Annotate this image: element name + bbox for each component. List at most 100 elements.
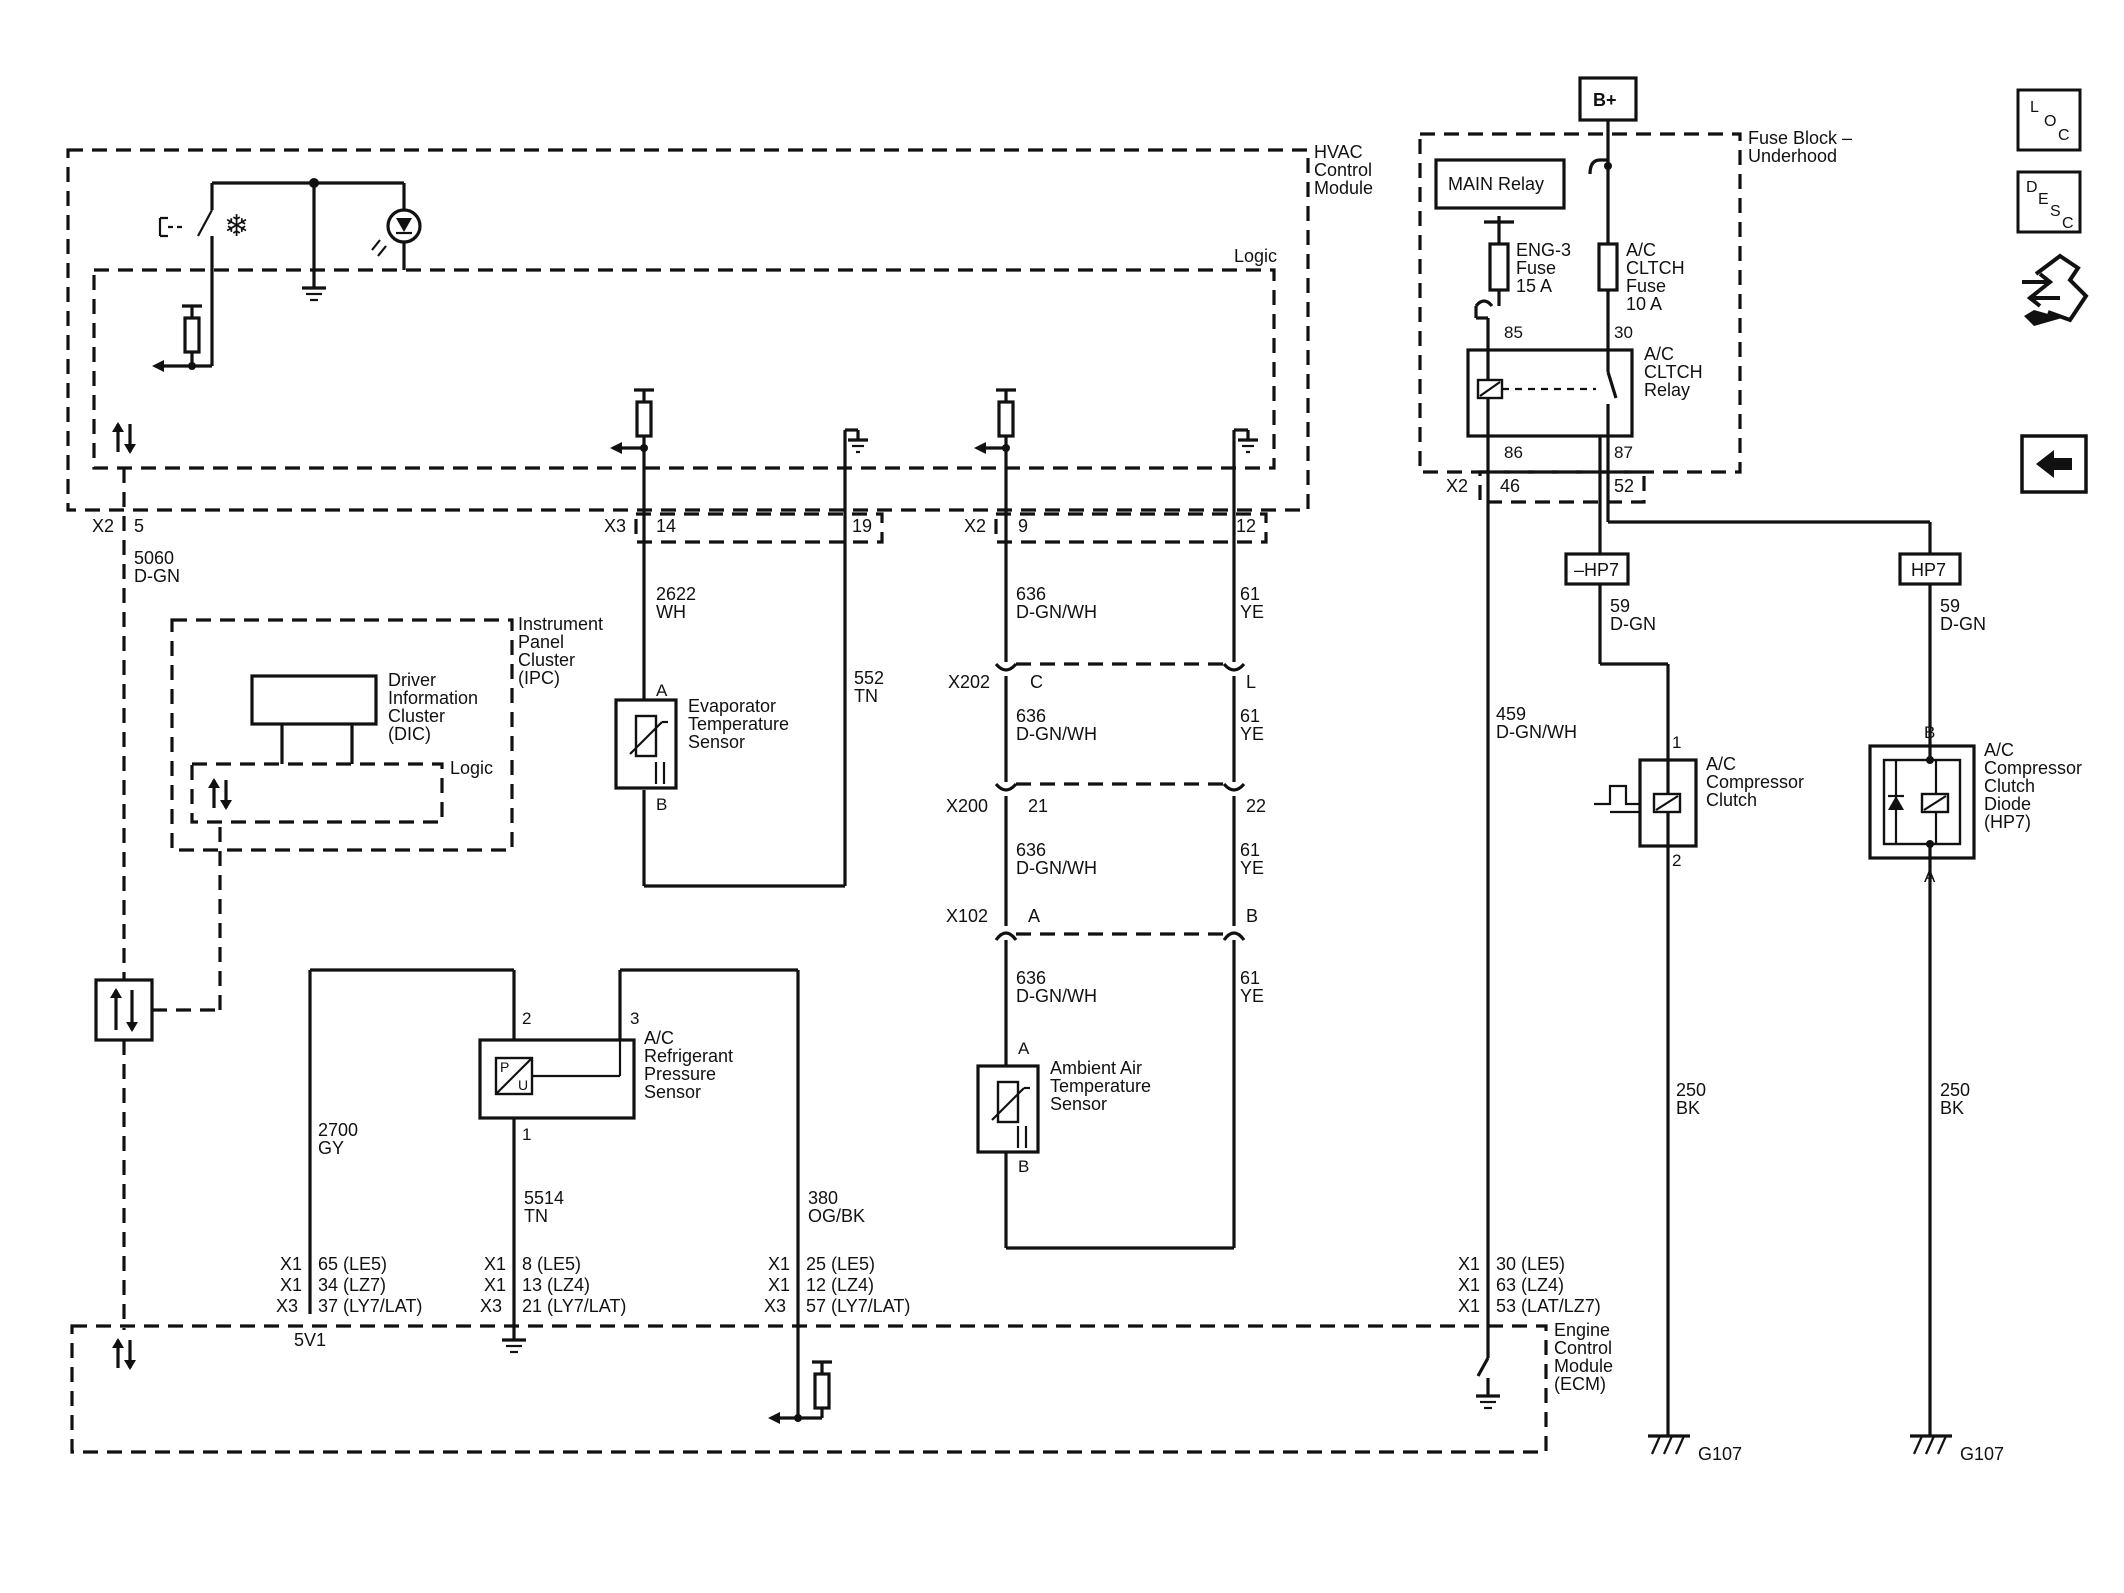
ambient-circuit: 636 D-GN/WH 61 YE X202 C L 636 D-GN/WH 6… <box>946 448 1266 1250</box>
dic-display <box>250 674 378 726</box>
hvac-module-label: HVAC Control Module <box>1314 142 1377 198</box>
wire-5060: 5060 D-GN <box>94 468 222 1330</box>
b-plus-label: B+ <box>1593 90 1617 110</box>
hp7-label: HP7 <box>1911 560 1946 580</box>
wire-250-label-2: 250 BK <box>1940 1080 1975 1118</box>
amb-pin-a: A <box>1018 1039 1030 1058</box>
hvac-x3-pin19: 19 <box>852 516 872 536</box>
ambient-sensor-label: Ambient Air Temperature Sensor <box>1050 1058 1156 1114</box>
ecm-conn-5v-x: X1 X1 X3 <box>276 1254 307 1316</box>
hp7-option <box>1898 552 1962 586</box>
diode-label: A/C Compressor Clutch Diode (HP7) <box>1984 740 2087 832</box>
pressure-sensor-circuit: P U 2 3 1 A/C Refrigerant Pressure Senso… <box>308 968 865 1418</box>
wire-380-label: 380 OG/BK <box>808 1188 865 1226</box>
relay-coil-icon <box>1476 350 1618 436</box>
x202-pin-c: C <box>1030 672 1043 692</box>
x200-pin-22: 22 <box>1246 796 1266 816</box>
g107-label-2: G107 <box>1960 1444 2004 1464</box>
ecm-conn-sig-x: X1 X1 X3 <box>764 1254 795 1316</box>
thermistor-icon <box>629 714 668 784</box>
ac-cltch-fuse <box>1588 134 1619 350</box>
back-arrow-button[interactable] <box>2020 434 2088 494</box>
relay-label: A/C CLTCH Relay <box>1644 344 1708 400</box>
hvac-x3-label: X3 <box>604 516 626 536</box>
evap-pin-a: A <box>656 681 668 700</box>
wire-636-label-3: 636 D-GN/WH <box>1016 840 1097 878</box>
x102-connector <box>994 931 1246 941</box>
description-button[interactable]: D E S C <box>2016 170 2082 234</box>
connector-view-icon[interactable] <box>2022 253 2089 326</box>
x102-label: X102 <box>946 906 988 926</box>
fb-pin-52: 52 <box>1614 476 1634 496</box>
wire-552-label: 552 TN <box>854 668 889 706</box>
clutch-symbol-icon <box>1594 784 1640 814</box>
thermistor-icon <box>991 1080 1030 1148</box>
relay-pin-86: 86 <box>1504 443 1523 462</box>
ipc-logic-label: Logic <box>450 758 493 778</box>
svg-text:P: P <box>500 1059 509 1075</box>
ground-g107-2: G107 <box>1910 1434 2004 1464</box>
ps-pin-1: 1 <box>522 1125 531 1144</box>
ac-cltch-fuse-label: A/C CLTCH Fuse 10 A <box>1626 240 1690 314</box>
hvac-x2-pin12: 12 <box>1236 516 1256 536</box>
svg-text:C: C <box>2058 127 2070 144</box>
hp7-minus-label: –HP7 <box>1574 560 1619 580</box>
serial-data-icon <box>112 422 136 454</box>
pressure-sensor-label: A/C Refrigerant Pressure Sensor <box>644 1028 738 1102</box>
fb-pin-46: 46 <box>1500 476 1520 496</box>
g107-label-1: G107 <box>1698 1444 1742 1464</box>
x200-label: X200 <box>946 796 988 816</box>
x202-label: X202 <box>948 672 990 692</box>
wire-61-label-4: 61 YE <box>1240 968 1265 1006</box>
ecm-pins-gnd: 8 (LE5) 13 (LZ4) 21 (LY7/LAT) <box>522 1254 626 1316</box>
diode-pin-b: B <box>1924 723 1935 742</box>
hvac-x2-pin9: 9 <box>1018 516 1028 536</box>
serial-data-splice <box>94 978 154 1042</box>
ecm-pins-sig: 25 (LE5) 12 (LZ4) 57 (LY7/LAT) <box>806 1254 910 1316</box>
ecm-pins-relay: 30 (LE5) 63 (LZ4) 53 (LAT/LZ7) <box>1496 1254 1601 1316</box>
evaporator-circuit: 2622 WH 552 TN A B Evaporator Temperatur… <box>614 448 889 888</box>
relay-pin-87: 87 <box>1614 443 1633 462</box>
b-plus-terminal <box>1578 76 1638 122</box>
diode-icon <box>1888 760 1904 844</box>
clutch-pin-1: 1 <box>1672 733 1681 752</box>
wire-2700-label: 2700 GY <box>318 1120 363 1158</box>
fb-x2-label: X2 <box>1446 476 1468 496</box>
wire-61-label-3: 61 YE <box>1240 840 1265 878</box>
main-relay-box <box>1434 158 1566 210</box>
ecm-low-ref-ground-icon <box>502 1338 526 1354</box>
hvac-x3-pin14: 14 <box>656 516 676 536</box>
ground-g107-1: G107 <box>1648 1434 1742 1464</box>
ac-compressor-clutch-diode: B A A/C Compressor Clutch Diode (HP7) 25… <box>1868 723 2087 1436</box>
ps-pin-2: 2 <box>522 1009 531 1028</box>
wire-636-label-2: 636 D-GN/WH <box>1016 706 1097 744</box>
relay-pin-30: 30 <box>1614 323 1633 342</box>
eng3-fuse <box>1474 216 1514 350</box>
wire-5060-label: 5060 D-GN <box>134 548 180 586</box>
ac-request-switch: ❄ <box>158 181 404 243</box>
hvac-control-module: HVAC Control Module Logic ❄ <box>66 142 1377 544</box>
instrument-panel-cluster: Instrument Panel Cluster (IPC) Driver In… <box>170 614 603 852</box>
wire-5514-label: 5514 TN <box>524 1188 569 1226</box>
wire-459-label: 459 D-GN/WH <box>1496 704 1577 742</box>
x102-pin-b: B <box>1246 906 1258 926</box>
x200-pin-21: 21 <box>1028 796 1048 816</box>
wire-636-label-4: 636 D-GN/WH <box>1016 968 1097 1006</box>
dic-label: Driver Information Cluster (DIC) <box>388 670 483 744</box>
5v-reference-label: 5V1 <box>294 1330 326 1350</box>
location-button[interactable]: L O C <box>2016 88 2082 152</box>
ac-compressor-clutch: 1 2 A/C Compressor Clutch 250 BK <box>1594 733 1809 1436</box>
chassis-ground-icon <box>302 286 326 302</box>
ambient-air-temperature-sensor <box>976 1064 1040 1154</box>
wire-61-label-2: 61 YE <box>1240 706 1265 744</box>
wire-59-label-2: 59 D-GN <box>1940 596 1986 634</box>
pull-up-resistor-icon <box>152 236 214 372</box>
ecm-conn-gnd-x: X1 X1 X3 <box>480 1254 511 1316</box>
clutch-label: A/C Compressor Clutch <box>1706 754 1809 810</box>
x102-pin-a: A <box>1028 906 1040 926</box>
ac-cltch-relay <box>1466 348 1634 438</box>
hvac-x2b-label: X2 <box>964 516 986 536</box>
svg-text:E: E <box>2038 191 2049 208</box>
main-relay-label: MAIN Relay <box>1448 174 1544 194</box>
relay-output-wiring: 459 D-GN/WH –HP7 59 D-GN HP7 59 D-GN <box>1486 436 1986 1358</box>
